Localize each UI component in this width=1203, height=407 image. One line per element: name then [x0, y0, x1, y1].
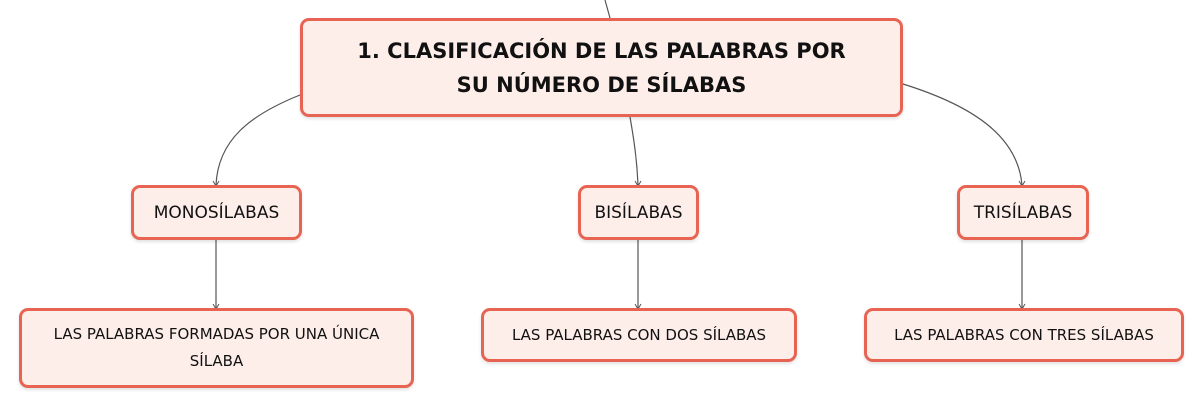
description-node-trisilabas[interactable]: LAS PALABRAS CON TRES SÍLABAS: [864, 308, 1184, 362]
category-label-monosilabas: MONOSÍLABAS: [153, 202, 280, 223]
category-node-monosilabas[interactable]: MONOSÍLABAS: [131, 185, 302, 240]
category-node-trisilabas[interactable]: TRISÍLABAS: [957, 185, 1089, 240]
connector-root-bisilabas: [629, 116, 639, 186]
root-topic-node[interactable]: 1. CLASIFICACIÓN DE LAS PALABRAS POR SU …: [300, 18, 903, 117]
description-node-bisilabas[interactable]: LAS PALABRAS CON DOS SÍLABAS: [481, 308, 797, 362]
root-topic-label: 1. CLASIFICACIÓN DE LAS PALABRAS POR SU …: [357, 38, 846, 97]
category-label-bisilabas: BISÍLABAS: [594, 202, 683, 223]
category-label-trisilabas: TRISÍLABAS: [973, 202, 1073, 223]
connector-root-trisilabas: [902, 83, 1023, 186]
description-label-trisilabas: LAS PALABRAS CON TRES SÍLABAS: [894, 325, 1154, 344]
description-node-monosilabas[interactable]: LAS PALABRAS FORMADAS POR UNA ÚNICA SÍLA…: [19, 308, 414, 388]
description-label-monosilabas: LAS PALABRAS FORMADAS POR UNA ÚNICA SÍLA…: [53, 325, 380, 370]
description-label-bisilabas: LAS PALABRAS CON DOS SÍLABAS: [511, 325, 767, 344]
connector-root-monosilabas: [215, 94, 301, 186]
category-node-bisilabas[interactable]: BISÍLABAS: [578, 185, 699, 240]
connector-from-parent: [604, 0, 611, 19]
